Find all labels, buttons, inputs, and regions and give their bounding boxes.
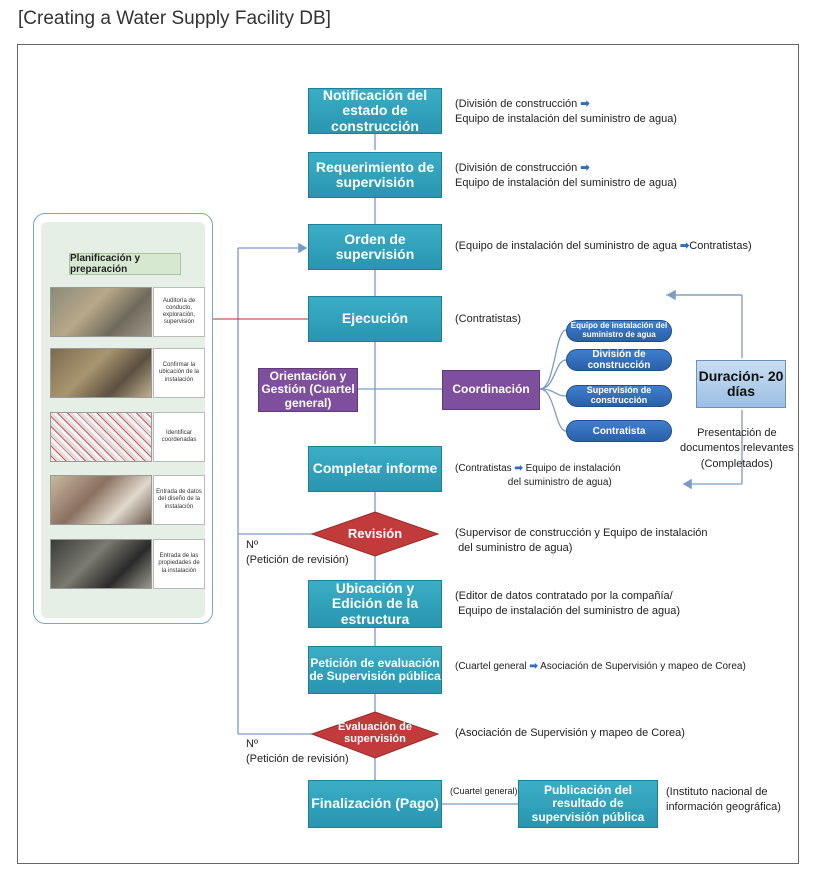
step-finalizacion: Finalización (Pago) [308, 780, 442, 828]
planning-step-label: Auditoría de conducto, exploración, supe… [153, 287, 205, 337]
diagram-frame [17, 44, 799, 864]
step-ejecucion: Ejecución [308, 296, 442, 342]
note-ejecucion: (Contratistas) [455, 313, 522, 325]
revision-no-branch: Nº(Petición de revisión) [246, 539, 349, 567]
party-contratista: Contratista [566, 420, 672, 442]
arrow-right-icon: ➡ [680, 240, 690, 252]
planning-step-label: Identificar coordenadas [153, 412, 205, 462]
note-orden: (Equipo de instalación del suministro de… [455, 240, 752, 252]
party-division: División de construcción [566, 349, 672, 371]
arrow-right-icon: ➡ [529, 661, 538, 672]
planning-title: Planificación y preparación [69, 253, 181, 275]
step-ubicacion: Ubicación y Edición de la estructura [308, 580, 442, 628]
planning-step-label: Confirmar la ubicación de la instalación [153, 348, 205, 398]
office-computers-photo [50, 539, 152, 589]
revision-diamond [310, 511, 440, 557]
evaluacion-diamond [310, 711, 440, 759]
note-notificacion: (División de construcción ➡Equipo de ins… [455, 98, 677, 126]
step-notificacion: Notificación del estado de construcción [308, 87, 442, 134]
office-data-entry-photo [50, 475, 152, 525]
note-completar: (Contratistas ➡ Equipo de instalación de… [455, 463, 621, 488]
duration-box: Duración- 20 días [696, 360, 786, 408]
note-revision: (Supervisor de construcción y Equipo de … [455, 527, 708, 555]
party-supervision: Supervisión de construcción [566, 385, 672, 407]
survey-photo [50, 287, 152, 337]
arrow-right-icon: ➡ [514, 463, 523, 474]
pipe-trench-photo [50, 348, 152, 398]
box-coordinacion: Coordinación [442, 370, 540, 410]
page-title: [Creating a Water Supply Facility DB] [18, 8, 331, 29]
note-finalizacion-connector: (Cuartel general) [450, 786, 518, 796]
evaluacion-no-branch: Nº(Petición de revisión) [246, 738, 349, 766]
step-peticion: Petición de evaluación de Supervisión pú… [308, 646, 442, 694]
map-coordinates-photo [50, 412, 152, 462]
step-orden: Orden de supervisión [308, 224, 442, 270]
note-evaluacion: (Asociación de Supervisión y mapeo de Co… [455, 727, 685, 739]
label-evaluacion: Evaluación de supervisión [338, 721, 412, 745]
planning-step-label: Entrada de las propiedades de la instala… [153, 539, 205, 589]
label-revision: Revisión [347, 526, 403, 542]
step-publicacion: Publicación del resultado de supervisión… [518, 780, 658, 828]
planning-step-label: Entrada de datos del diseño de la instal… [153, 475, 205, 525]
note-requerimiento: (División de construcción ➡Equipo de ins… [455, 162, 677, 190]
step-completar: Completar informe [308, 446, 442, 492]
box-orientacion: Orientación y Gestión (Cuartel general) [258, 368, 358, 412]
party-equipo: Equipo de instalación del suministro de … [566, 320, 672, 342]
step-requerimiento: Requerimiento de supervisión [308, 152, 442, 198]
note-peticion: (Cuartel general ➡ Asociación de Supervi… [455, 661, 746, 672]
note-ubicacion: (Editor de datos contratado por la compa… [455, 590, 681, 618]
arrow-right-icon: ➡ [580, 98, 590, 110]
arrow-right-icon: ➡ [580, 162, 590, 174]
